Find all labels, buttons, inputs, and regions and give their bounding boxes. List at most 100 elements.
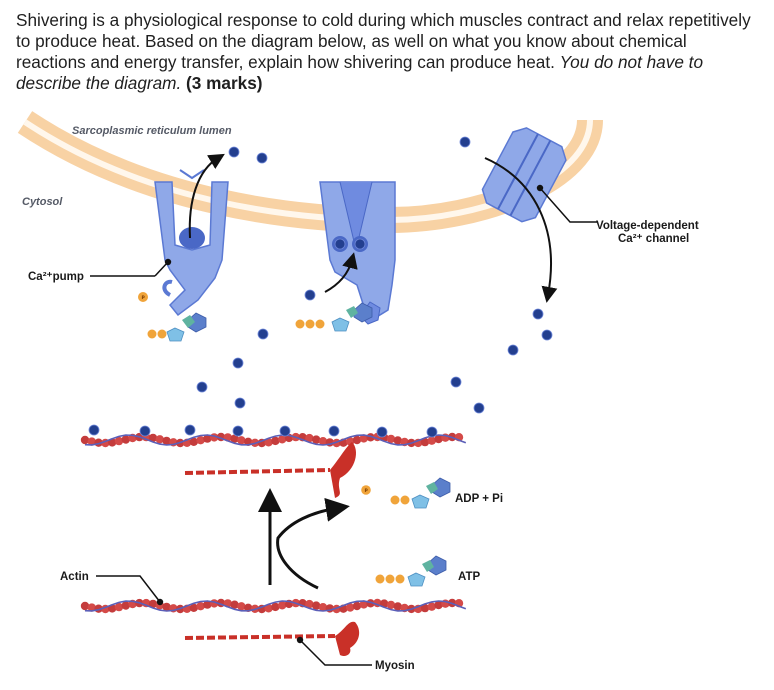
calcium-ion [328, 425, 340, 437]
actin-monomer [427, 436, 436, 445]
actin-filament-top [80, 432, 467, 448]
actin-monomer [114, 436, 124, 446]
calcium-ion [139, 425, 151, 437]
atp-label: ATP [458, 571, 480, 583]
actin-leader [96, 575, 161, 603]
actin-monomer [434, 600, 443, 610]
actin-monomer [318, 437, 328, 446]
calcium-ion [279, 425, 291, 437]
question-text: Shivering is a physiological response to… [16, 10, 760, 94]
myosin-filament-bottom [184, 621, 360, 657]
calcium-ion [426, 426, 438, 438]
calcium-ion [234, 397, 246, 409]
actin-monomer [359, 600, 368, 609]
calcium-ion [354, 238, 366, 250]
actin-monomer [80, 435, 90, 445]
actin-monomer [87, 437, 97, 446]
ca-pump-protein-1 [154, 169, 229, 317]
power-stroke-curve-arrow [276, 497, 350, 590]
actin-filament-bottom [80, 598, 467, 614]
sr-lumen-label: Sarcoplasmic reticulum lumen [72, 125, 232, 137]
tropomyosin-strand [84, 600, 467, 612]
actin-monomer [114, 602, 124, 612]
actin-monomer [162, 436, 171, 446]
pump1-phosphate: P [138, 292, 148, 302]
calcium-ion [196, 381, 208, 393]
calcium-ion [184, 424, 196, 436]
actin-monomer [318, 603, 328, 612]
actin-monomer [393, 602, 402, 611]
cytosol-label: Cytosol [22, 196, 63, 208]
actin-monomer [427, 602, 436, 611]
actin-monomer [155, 435, 164, 444]
actin-monomer [393, 436, 402, 445]
actin-monomer [203, 434, 212, 443]
actin-monomer [312, 601, 321, 610]
actin-monomer [237, 602, 246, 611]
actin-monomer [189, 437, 198, 446]
actin-monomer [305, 599, 314, 609]
actin-monomer [264, 604, 273, 613]
calcium-ion [334, 238, 346, 250]
actin-monomer [312, 435, 321, 444]
actin-monomer [189, 603, 198, 612]
ca-pump-protein-2 [319, 181, 396, 325]
actin-monomer [148, 599, 158, 609]
channel-label-line1: Voltage-dependent [596, 220, 699, 232]
question-body: Shivering is a physiological response to… [16, 10, 751, 72]
calcium-ion [507, 344, 519, 356]
calcium-ion [256, 152, 268, 164]
calcium-ion [257, 328, 269, 340]
pump1-arrow [188, 153, 225, 239]
calcium-ion [459, 136, 471, 148]
actin-monomer [271, 602, 280, 612]
actin-monomer [80, 601, 90, 611]
calcium-ion [232, 357, 244, 369]
voltage-channel-protein [481, 127, 567, 223]
actin-monomer [434, 434, 443, 444]
actin-monomer [237, 436, 246, 445]
actin-monomer [420, 603, 430, 613]
actin-monomer [420, 437, 430, 447]
actin-monomer [148, 433, 158, 443]
atp-molecule [375, 555, 447, 587]
calcium-ion [228, 146, 240, 158]
calcium-ion [304, 289, 316, 301]
myosin-label: Myosin [375, 660, 415, 672]
calcium-ion [541, 329, 553, 341]
ca-pump-leader-dot [164, 258, 172, 266]
actin-monomer [121, 601, 130, 610]
svg-text:P: P [365, 488, 369, 494]
actin-monomer [87, 603, 97, 612]
svg-text:P: P [142, 295, 146, 301]
calcium-ion [450, 376, 462, 388]
actin-monomer [203, 600, 212, 609]
actin-monomer [271, 436, 280, 446]
actin-monomer [230, 434, 239, 443]
actin-monomer [230, 600, 239, 609]
actin-monomer [162, 602, 171, 612]
pump2-arrow [324, 252, 358, 293]
actin-monomer [305, 433, 314, 443]
calcium-ion [473, 402, 485, 414]
actin-label: Actin [60, 571, 89, 583]
question-marks: (3 marks) [181, 73, 263, 93]
calcium-ion [532, 308, 544, 320]
adp-pi-label: ADP + Pi [455, 493, 503, 505]
actin-monomer [264, 438, 273, 447]
actin-leader-dot [156, 598, 164, 606]
pump2-atp-molecule [295, 302, 373, 332]
myosin-leader-dot [296, 636, 304, 644]
calcium-ion [232, 425, 244, 437]
ca-pump-label: Ca²⁺pump [28, 271, 84, 283]
tropomyosin-strand [84, 434, 467, 446]
calcium-ion [88, 424, 100, 436]
actin-monomer [346, 603, 355, 612]
pump1-adp-molecule [147, 312, 207, 342]
actin-monomer [278, 435, 287, 444]
adp-molecule: P [361, 477, 451, 509]
myosin-filament-top [184, 442, 356, 498]
channel-arrow [484, 157, 558, 303]
muscle-contraction-diagram: Sarcoplasmic reticulum lumen Cytosol [17, 111, 699, 672]
actin-monomer [352, 435, 362, 445]
